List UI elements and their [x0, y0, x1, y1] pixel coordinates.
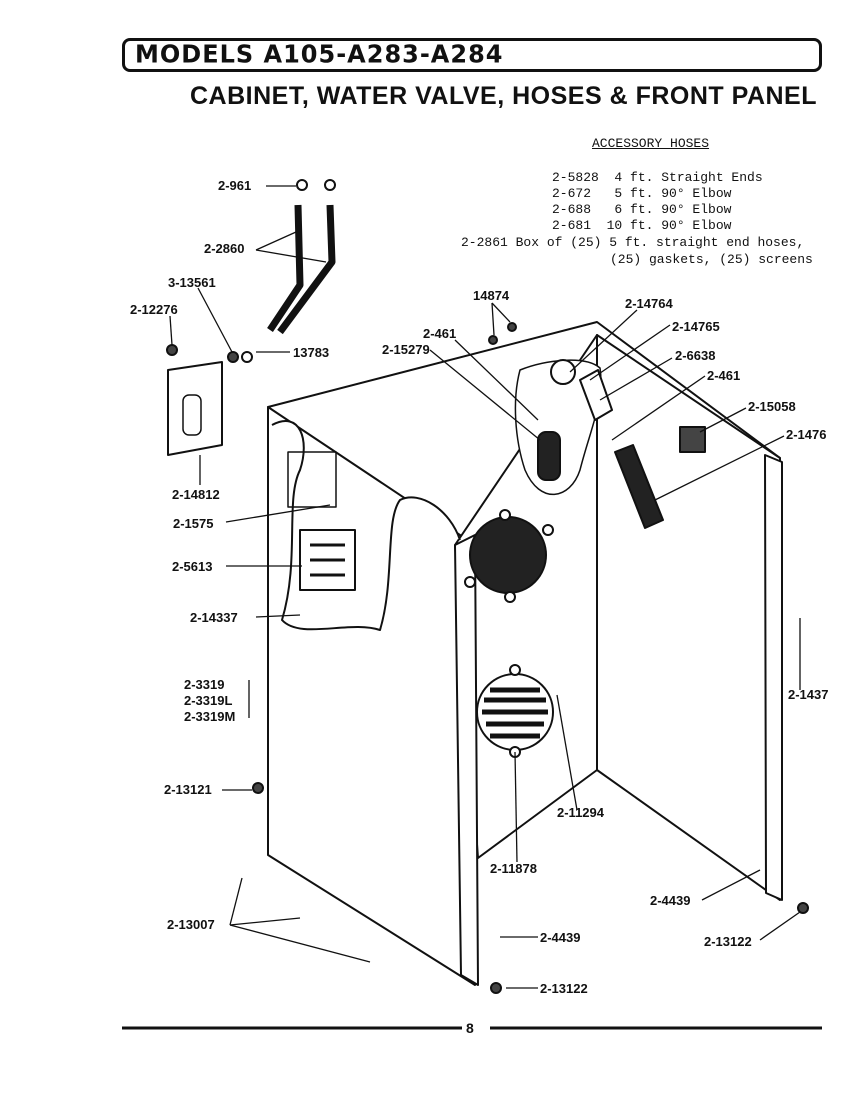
part-label: 2-15058: [748, 399, 796, 414]
inlet-hose-left: [267, 204, 304, 332]
part-label: 2-13122: [704, 934, 752, 949]
access-cutout: [287, 451, 337, 508]
part-label: 2-13122: [540, 981, 588, 996]
inlet-hose-right: [277, 204, 336, 335]
part-label: 2-13121: [164, 782, 212, 797]
part-label: 2-3319M: [184, 709, 236, 724]
part-label: 2-11294: [557, 805, 604, 820]
part-label: 2-14337: [190, 610, 238, 625]
part-label: 2-14765: [672, 319, 720, 334]
models-heading: MODELS A105-A283-A284: [135, 39, 504, 69]
part-label: 2-3319L: [184, 693, 233, 708]
part-label: 2-4439: [650, 893, 691, 908]
header-box: [122, 38, 822, 72]
part-label: 2-4439: [540, 930, 581, 945]
cabinet-right-side: [596, 334, 781, 901]
part-label: 13783: [293, 345, 330, 360]
part-label: 2-461: [423, 326, 457, 341]
part-label: 2-12276: [130, 302, 178, 317]
part-label: 2-14812: [172, 487, 220, 502]
part-label: 3-13561: [168, 275, 216, 290]
part-label: 2-2860: [204, 241, 245, 256]
left-flange: [454, 534, 479, 986]
accessory-hose-row: 2-688 6 ft. 90° Elbow: [552, 202, 732, 217]
part-label: 2-461: [707, 368, 741, 383]
accessory-hoses-title: ACCESSORY HOSES: [592, 136, 710, 151]
part-label: 2-14764: [625, 296, 673, 311]
part-label: 14874: [473, 288, 510, 303]
part-label: 2-6638: [675, 348, 716, 363]
right-flange: [764, 454, 783, 901]
part-label: 2-1476: [786, 427, 827, 442]
fill-hose-left: [537, 431, 561, 481]
accessory-hose-row: 2-2861 Box of (25) 5 ft. straight end ho…: [461, 235, 805, 250]
part-label: 2-961: [218, 178, 252, 193]
part-label: 2-15279: [382, 342, 430, 357]
rear-motor-upper: [469, 516, 547, 594]
part-label: 2-1437: [788, 687, 829, 702]
part-label: 2-13007: [167, 917, 215, 932]
page-title: CABINET, WATER VALVE, HOSES & FRONT PANE…: [190, 82, 818, 110]
mounting-bracket: [167, 361, 223, 456]
accessory-hose-row: 2-5828 4 ft. Straight Ends: [552, 170, 763, 185]
part-label: 2-1575: [173, 516, 214, 531]
accessory-hose-row: 2-681 10 ft. 90° Elbow: [552, 218, 732, 233]
accessory-hose-row: 2-672 5 ft. 90° Elbow: [552, 186, 732, 201]
part-label: 2-5613: [172, 559, 213, 574]
accessory-hose-row: (25) gaskets, (25) screens: [610, 252, 813, 267]
top-cutaway: [514, 359, 602, 496]
page-number: 8: [466, 1020, 474, 1036]
fill-hose-right: [614, 444, 664, 529]
part-label: 2-3319: [184, 677, 225, 692]
part-label: 2-11878: [490, 861, 537, 876]
